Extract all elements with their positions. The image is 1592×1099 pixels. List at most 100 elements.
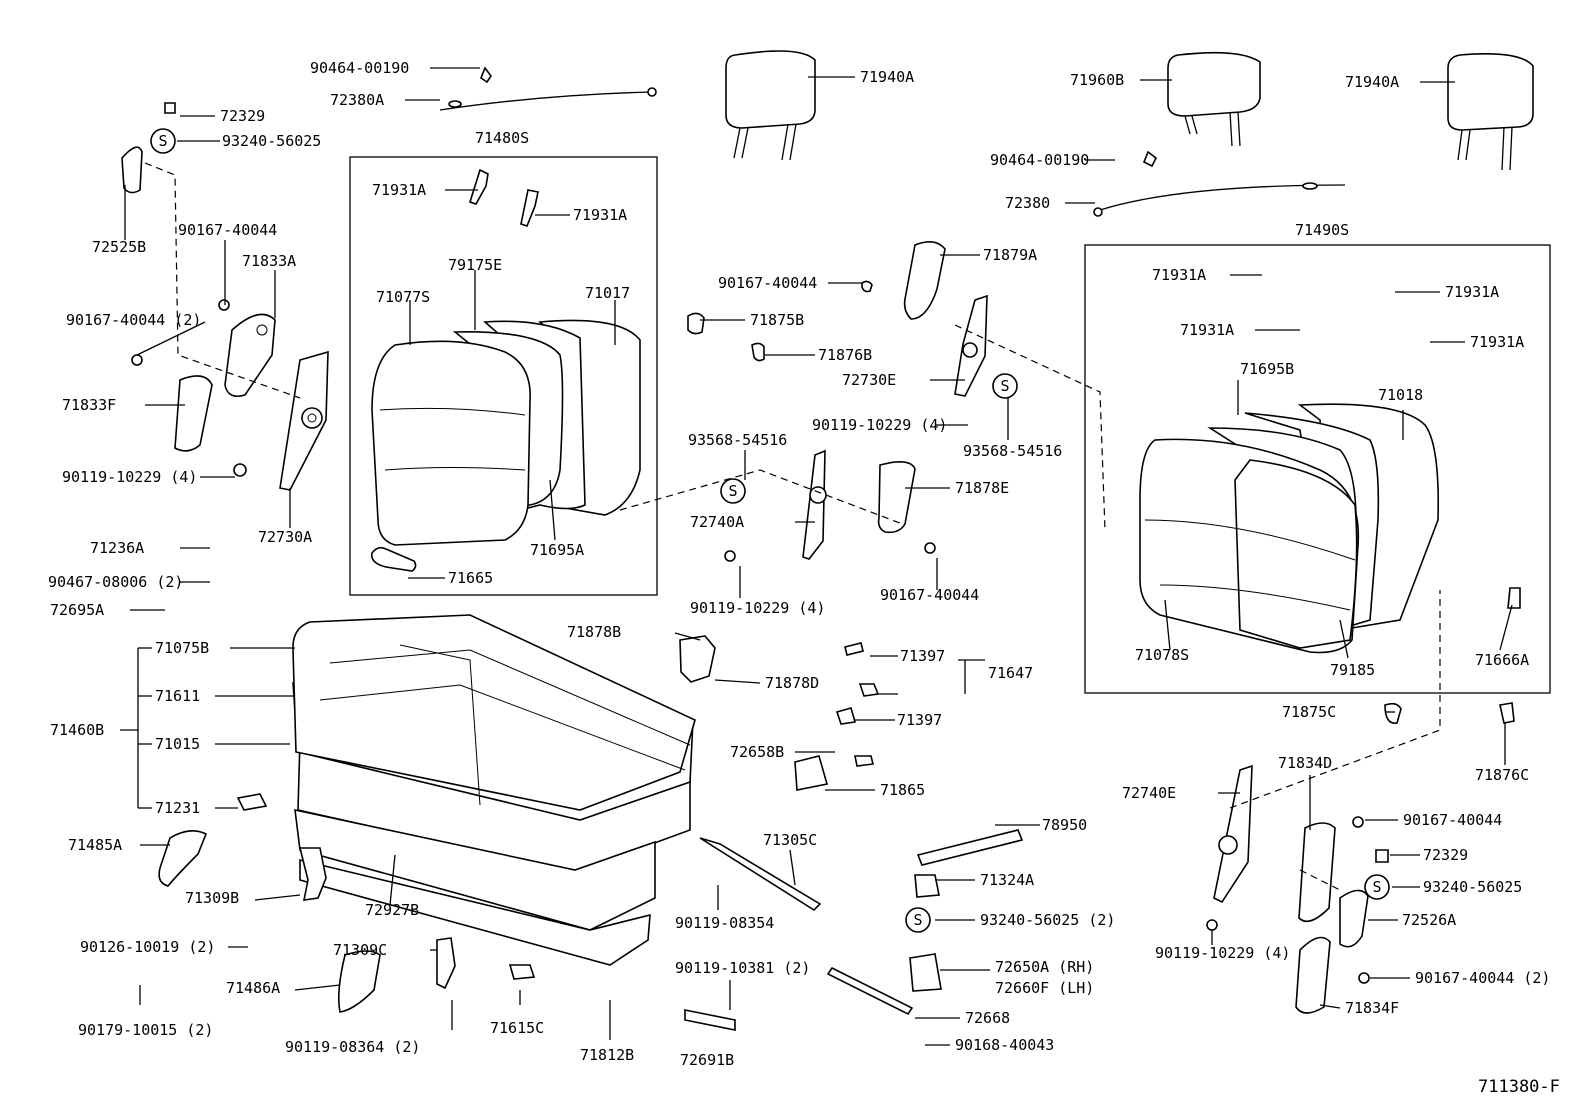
label-71665: 71665 (448, 569, 493, 587)
label-93240-56025-left: 93240-56025 (222, 132, 321, 150)
label-90464-00190-right: 90464-00190 (990, 151, 1089, 169)
label-79175E: 79175E (448, 256, 502, 274)
label-90167-40044-c: 90167-40044 (718, 274, 817, 292)
label-90126-10019: 90126-10019 (2) (80, 938, 215, 956)
part-71665 (370, 546, 417, 572)
label-72730A: 72730A (258, 528, 312, 546)
label-93568-54516-right: 93568-54516 (963, 442, 1062, 460)
label-90167-40044-e: 90167-40044 (1403, 811, 1502, 829)
label-71931A-1: 71931A (372, 181, 426, 199)
label-90119-10229-right: 90119-10229 (4) (1155, 944, 1290, 962)
svg-text:S: S (1000, 377, 1009, 395)
label-90179-10015: 90179-10015 (2) (78, 1021, 213, 1039)
label-72380: 72380 (1005, 194, 1050, 212)
label-71309C: 71309C (333, 941, 387, 959)
label-71931A-5: 71931A (1445, 283, 1499, 301)
label-72658B: 72658B (730, 743, 784, 761)
label-71615C: 71615C (490, 1019, 544, 1037)
cable-72380A (439, 66, 657, 111)
label-72691B: 72691B (680, 1051, 734, 1069)
label-71231: 71231 (155, 799, 200, 817)
label-71865: 71865 (880, 781, 925, 799)
label-72525B: 72525B (92, 238, 146, 256)
svg-text:S: S (1372, 878, 1381, 896)
label-72740A: 72740A (690, 513, 744, 531)
label-93240-56025-2: 93240-56025 (2) (980, 911, 1115, 929)
label-71931A-4: 71931A (1180, 321, 1234, 339)
label-71324A: 71324A (980, 871, 1034, 889)
label-71879A: 71879A (983, 246, 1037, 264)
label-71834F: 71834F (1345, 999, 1399, 1017)
assembly-box-71480S (349, 156, 658, 596)
label-90167-40044-2: 90167-40044 (2) (66, 311, 201, 329)
label-71236A: 71236A (90, 539, 144, 557)
label-71460B: 71460B (50, 721, 104, 739)
label-72526A: 72526A (1402, 911, 1456, 929)
hinge-parts-left (121, 102, 329, 491)
label-71397-a: 71397 (900, 647, 945, 665)
label-71834D: 71834D (1278, 754, 1332, 772)
label-72380A: 72380A (330, 91, 384, 109)
label-71876C: 71876C (1475, 766, 1529, 784)
label-71485A: 71485A (68, 836, 122, 854)
label-71833A: 71833A (242, 252, 296, 270)
label-71666A: 71666A (1475, 651, 1529, 669)
label-93568-54516-mid: 93568-54516 (688, 431, 787, 449)
lower-small-parts (158, 635, 1024, 1031)
label-90467-08006: 90467-08006 (2) (48, 573, 183, 591)
label-71931A-3: 71931A (1152, 266, 1206, 284)
label-90119-10229-mid: 90119-10229 (4) (812, 416, 947, 434)
label-71812B: 71812B (580, 1046, 634, 1064)
label-72650A: 72650A (RH) (995, 958, 1094, 976)
label-71931A-2: 71931A (573, 206, 627, 224)
label-71305C: 71305C (763, 831, 817, 849)
seat-cushion-assembly (292, 614, 696, 966)
label-71486A: 71486A (226, 979, 280, 997)
label-72329-left: 72329 (220, 107, 265, 125)
label-71018: 71018 (1378, 386, 1423, 404)
label-71077S: 71077S (376, 288, 430, 306)
label-71075B: 71075B (155, 639, 209, 657)
label-78950: 78950 (1042, 816, 1087, 834)
label-71611: 71611 (155, 687, 200, 705)
label-72740E: 72740E (1122, 784, 1176, 802)
label-90167-40044-2-right: 90167-40044 (2) (1415, 969, 1550, 987)
s-mark-mid: S (720, 478, 746, 504)
label-71931A-6: 71931A (1470, 333, 1524, 351)
headrest-71960B (1167, 51, 1261, 147)
label-90167-40044-a: 90167-40044 (178, 221, 277, 239)
label-90167-40044-d: 90167-40044 (880, 586, 979, 604)
label-71875B: 71875B (750, 311, 804, 329)
s-mark-left: S (150, 128, 176, 154)
s-mark-lower-mid: S (905, 907, 931, 933)
label-90119-10229-mid2: 90119-10229 (4) (690, 599, 825, 617)
leader-lines (120, 67, 1513, 1046)
label-90119-08364: 90119-08364 (2) (285, 1038, 420, 1056)
label-71490S: 71490S (1295, 221, 1349, 239)
label-90119-08354: 90119-08354 (675, 914, 774, 932)
label-90168-40043: 90168-40043 (955, 1036, 1054, 1054)
label-71015: 71015 (155, 735, 200, 753)
label-71960B: 71960B (1070, 71, 1124, 89)
diagram-code: 711380-F (1478, 1077, 1560, 1097)
label-71695A: 71695A (530, 541, 584, 559)
label-72329-right: 72329 (1423, 846, 1468, 864)
part-labels: 90464-00190 72380A 71940A 71960B 71940A … (48, 59, 1560, 1097)
label-79185: 79185 (1330, 661, 1375, 679)
label-72730E: 72730E (842, 371, 896, 389)
label-72695A: 72695A (50, 601, 104, 619)
svg-text:S: S (158, 132, 167, 150)
s-mark-right: S (1364, 874, 1390, 900)
headrest-71940A-right (1447, 53, 1534, 171)
label-71878E: 71878E (955, 479, 1009, 497)
label-71309B: 71309B (185, 889, 239, 907)
svg-text:S: S (913, 911, 922, 929)
label-71480S: 71480S (475, 129, 529, 147)
middle-small-parts (619, 241, 1106, 562)
label-90119-10229-left: 90119-10229 (4) (62, 468, 197, 486)
hinge-parts-right (1206, 590, 1515, 1014)
assembly-box-71490S (1084, 244, 1551, 694)
label-72927B: 72927B (365, 901, 419, 919)
